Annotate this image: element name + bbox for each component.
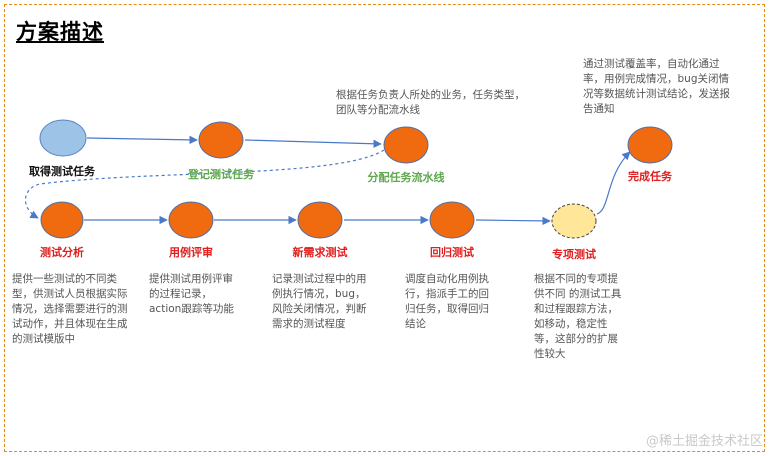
diagram-border — [4, 4, 765, 452]
desc-case-review: 提供测试用例评审的过程记录，action跟踪等功能 — [149, 273, 234, 315]
label-regression-test: 回归测试 — [430, 246, 474, 259]
desc-new-req-test: 记录测试过程中的用例执行情况，bug，风险关闭情况，判断需求的测试程度 — [272, 273, 367, 330]
arrow-get-to-register — [86, 135, 198, 145]
watermark: @稀土掘金技术社区 — [645, 434, 763, 449]
desc-special-test: 根据不同的专项提供不同 的测试工具和过程跟踪方法，如移动，稳定性等，这部分的扩展… — [534, 273, 622, 360]
desc-test-analysis: 提供一些测试的不同类型，供测试人员根据实际情况，选择需要进行的测试动作，并且体现… — [12, 273, 128, 345]
node-test-analysis — [40, 201, 84, 239]
node-get-task — [39, 119, 87, 157]
node-new-req-test — [297, 201, 343, 239]
label-case-review: 用例评审 — [169, 246, 213, 259]
node-case-review — [168, 201, 214, 239]
label-test-analysis: 测试分析 — [40, 246, 84, 259]
arrow-regression-to-special — [475, 216, 551, 226]
label-special-test: 专项测试 — [552, 248, 596, 261]
label-register-task: 登记测试任务 — [188, 168, 254, 181]
label-new-req-test: 新需求测试 — [292, 246, 348, 259]
label-complete-task: 完成任务 — [628, 170, 672, 183]
arrow-assign-to-analysis — [24, 149, 385, 219]
node-register-task — [198, 121, 244, 159]
desc-complete-task: 通过测试覆盖率，自动化通过率，用例完成情况，bug关闭情况等数据统计测试结论，发… — [583, 58, 730, 115]
label-get-task: 取得测试任务 — [29, 165, 95, 178]
node-complete-task — [627, 126, 673, 164]
node-special-test — [551, 203, 597, 239]
node-regression-test — [429, 201, 475, 239]
label-assign-pipeline: 分配任务流水线 — [367, 171, 445, 184]
arrow-register-to-assign — [244, 139, 382, 148]
node-assign-pipeline — [383, 126, 429, 164]
desc-regression-test: 调度自动化用例执行，指派手工的回归任务，取得回归结论 — [405, 273, 489, 330]
page-title: 方案描述 — [16, 20, 104, 44]
desc-assign-pipeline: 根据任务负责人所处的业务，任务类型，团队等分配流水线 — [336, 89, 525, 116]
arrow-special-to-complete — [596, 151, 631, 215]
